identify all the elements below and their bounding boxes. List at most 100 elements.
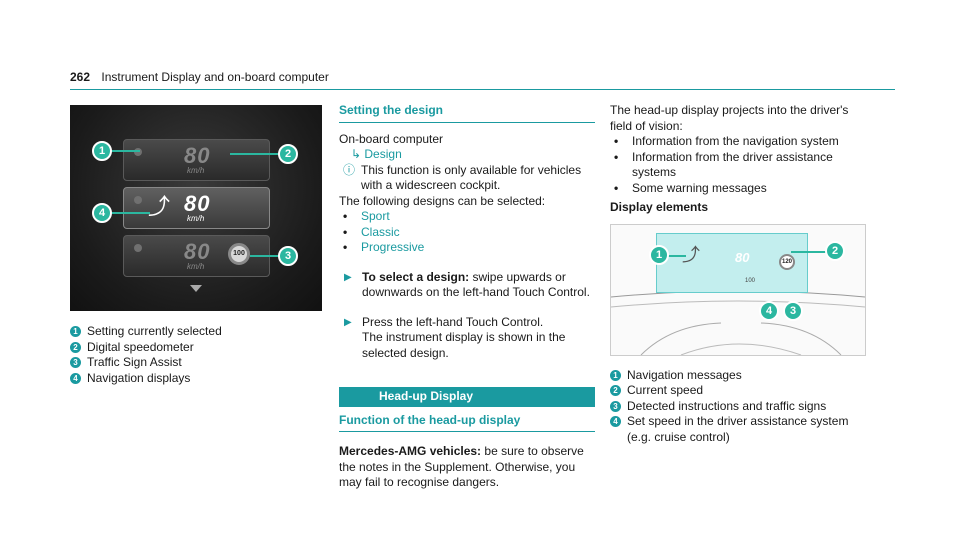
speed-unit: km/h — [187, 166, 205, 175]
bullet: • — [343, 209, 348, 223]
step-text: swipe upwards or downwards on the left-h… — [362, 269, 590, 300]
callout-1: 1 — [92, 141, 112, 161]
step-result: The instrument display is shown in the s… — [362, 330, 566, 360]
hud-item-text: Information from the driver assistance s… — [632, 149, 833, 180]
callout-4: 4 — [92, 203, 112, 223]
legend-text: Detected instructions and traffic signs — [627, 398, 827, 413]
designs-intro: The following designs can be selected: — [339, 193, 546, 208]
amg-label: Mercedes-AMG vehicles: — [339, 444, 482, 458]
menu-path-sub: ↳ Design — [339, 147, 595, 163]
speed-value: 80 — [184, 191, 211, 216]
selection-dot — [134, 196, 142, 204]
callout-line-2 — [230, 153, 280, 155]
column-right: The head-up display projects into the dr… — [610, 103, 870, 445]
legend-text: Current speed — [627, 383, 704, 397]
hud-item-text: Some warning messages — [632, 180, 767, 195]
amg-note: Mercedes-AMG vehicles: be sure to observ… — [339, 444, 595, 491]
design-panel-middle: ⤴ 80 km/h — [123, 187, 270, 229]
cockpit-designs-photo: 80 km/h ⤴ 80 km/h 80 km/h 100 1 2 3 4 — [70, 105, 322, 311]
legend-item: 2 Current speed — [610, 383, 870, 399]
legend-item: 3 Traffic Sign Assist — [70, 355, 322, 371]
design-option: • Progressive — [339, 240, 595, 256]
legend-number: 1 — [610, 369, 621, 381]
callout-line-4 — [110, 212, 150, 214]
step-1: ▶ To select a design: swipe upwards or do… — [339, 270, 595, 301]
section-title: Setting the design — [339, 103, 595, 123]
legend-number: 2 — [70, 341, 81, 353]
legend-number: 3 — [70, 357, 81, 369]
hud-illustration: ⤴ 80 120 100 1 2 4 3 — [610, 223, 866, 356]
info-icon: ⓘ — [343, 162, 356, 177]
legend-text: Digital speedometer — [87, 339, 194, 354]
legend-number: 1 — [70, 326, 81, 338]
info-note: ⓘ This function is only available for veh… — [339, 163, 595, 194]
step-label: To select a design: — [362, 269, 470, 284]
amg-text: be sure to observe the notes in the Supp… — [339, 444, 584, 489]
legend-number: 4 — [70, 372, 81, 384]
hud-set-speed: 100 — [745, 277, 756, 284]
scroll-down-icon — [190, 285, 202, 292]
section-bar: Head-up Display — [339, 387, 595, 407]
hud-item: •Information from the navigation system — [610, 134, 870, 150]
callout-2: 2 — [278, 144, 298, 164]
speed-limit-sign-icon: 100 — [228, 243, 250, 265]
callout-line-3 — [250, 255, 280, 257]
step-arrow-icon: ▶ — [344, 271, 352, 283]
menu-path: On-board computer — [339, 131, 444, 146]
progressive-link[interactable]: Progressive — [361, 240, 425, 254]
speed-value: 80 — [184, 143, 211, 168]
hud-item: • Information from the driver assistance … — [610, 150, 870, 181]
design-link[interactable]: Design — [364, 147, 402, 161]
page-header: 262 Instrument Display and on-board comp… — [70, 70, 329, 84]
hud-item: • Some warning messages — [610, 181, 870, 197]
callout-3: 3 — [783, 300, 803, 321]
display-elements-heading: Display elements — [610, 200, 709, 214]
callout-line-1 — [656, 254, 686, 257]
legend-item: 2 Digital speedometer — [70, 340, 322, 356]
subsection-title: Function of the head-up display — [339, 413, 595, 432]
legend-item: 3 Detected instructions and traffic signs — [610, 399, 870, 415]
speed-value: 80 — [184, 239, 211, 264]
header-title: Instrument Display and on-board computer — [101, 70, 329, 84]
callout-line-2 — [791, 250, 829, 253]
design-panel-top: 80 km/h — [123, 139, 270, 181]
callout-3: 3 — [278, 246, 298, 266]
callout-4: 4 — [759, 300, 779, 321]
path-arrow-icon: ↳ — [351, 147, 365, 161]
legend-number: 4 — [610, 416, 621, 427]
nav-arrow-icon: ⤴ — [682, 244, 700, 265]
sport-link[interactable]: Sport — [361, 209, 390, 223]
callout-2: 2 — [825, 240, 845, 261]
design-option: • Sport — [339, 209, 595, 225]
step-2: ▶ Press the left-hand Touch Control.The i… — [339, 315, 595, 362]
classic-link[interactable]: Classic — [361, 224, 400, 239]
legend-number: 2 — [610, 385, 621, 397]
step-text: Press the left-hand Touch Control. — [362, 314, 544, 329]
hud-item-text: Information from the navigation system — [632, 134, 839, 148]
note-text: This function is only available for vehi… — [361, 162, 582, 193]
bullet: • — [614, 180, 619, 195]
legend-number: 3 — [610, 400, 621, 412]
callout-1: 1 — [649, 244, 669, 265]
step-arrow-icon: ▶ — [344, 316, 352, 328]
selection-dot — [134, 148, 142, 156]
legend-text: Set speed in the driver assistance syste… — [627, 414, 849, 444]
legend-text: Traffic Sign Assist — [87, 355, 182, 369]
legend-item: 4 Set speed in the driver assistance syst… — [610, 414, 870, 445]
bullet: • — [343, 240, 348, 254]
hud-projection: ⤴ 80 120 100 — [656, 232, 808, 293]
header-rule — [70, 89, 895, 90]
bullet: • — [614, 149, 619, 164]
speed-unit: km/h — [187, 214, 205, 223]
callout-line-1 — [110, 150, 140, 152]
hud-speed: 80 — [735, 249, 750, 265]
page-number: 262 — [70, 70, 91, 84]
speed-unit: km/h — [187, 262, 205, 271]
hud-sign-icon: 120 — [779, 253, 795, 270]
